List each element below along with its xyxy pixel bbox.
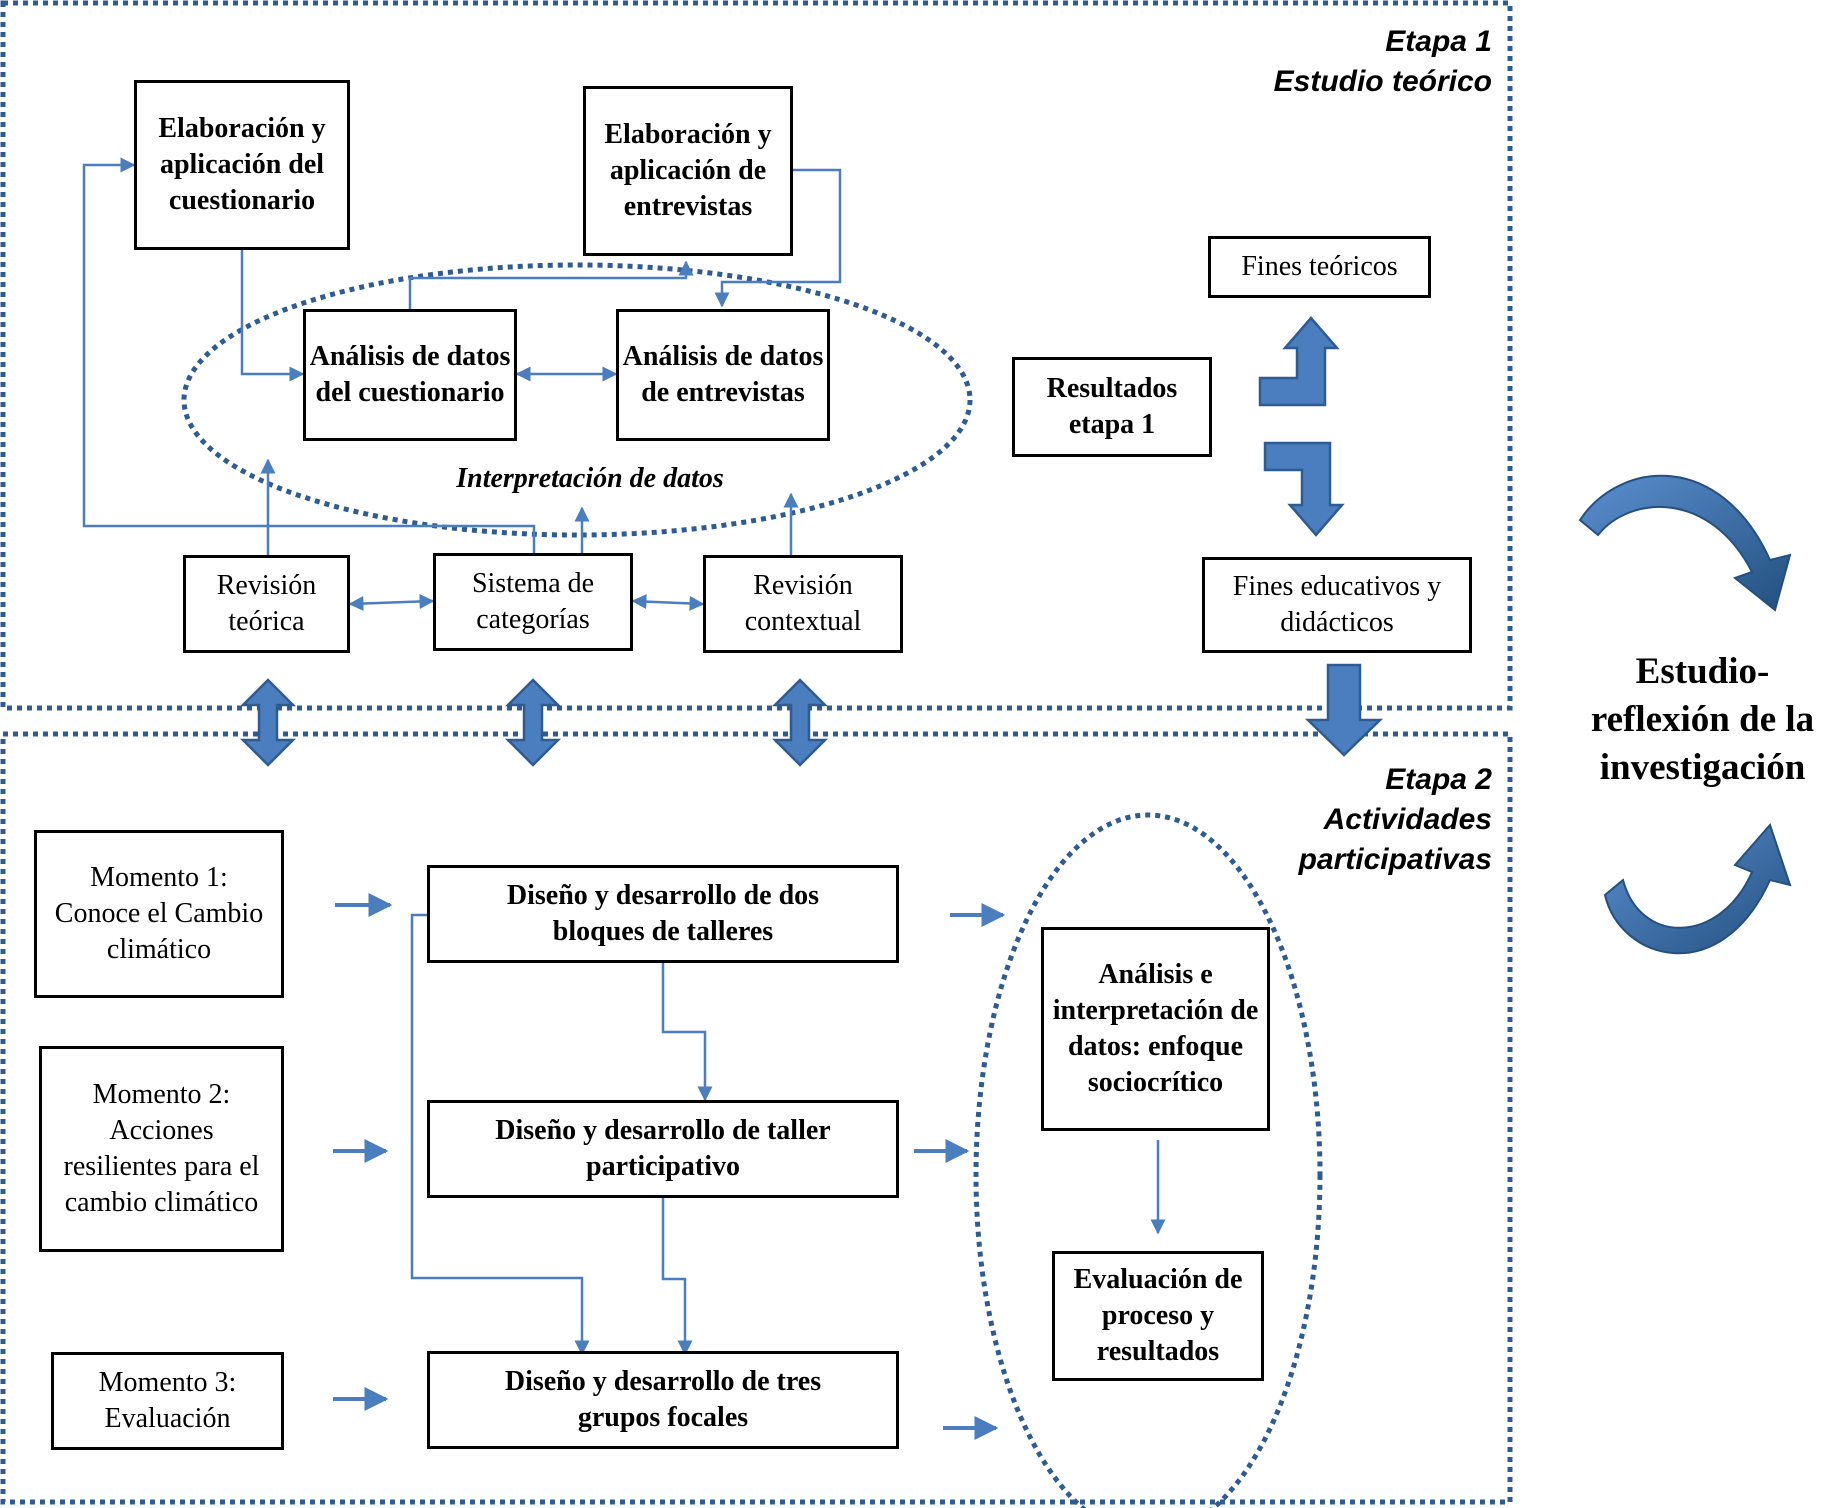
connector-categorias-contextual: [631, 594, 705, 611]
box-evaluacion: Evaluación de proceso y resultados: [1052, 1251, 1264, 1381]
box-momento2: Momento 2: Acciones resilientes para el …: [39, 1046, 284, 1252]
box-revision-teorica-label: Revisión teórica: [216, 570, 317, 637]
box-analisis-cuestionario: Análisis de datos del cuestionario: [303, 309, 517, 441]
box-entrevistas-label: Elaboración y aplicación de entrevistas: [604, 119, 772, 222]
box-entrevistas: Elaboración y aplicación de entrevistas: [583, 86, 793, 256]
box-grupos-focales-label: Diseño y desarrollo de tres grupos focal…: [504, 1366, 822, 1433]
box-fines-educativos-label: Fines educativos y didácticos: [1232, 571, 1442, 638]
connector-talleres-to-taller: [661, 960, 713, 1102]
box-revision-contextual-label: Revisión contextual: [744, 570, 862, 637]
connector-categorias-loop: [82, 157, 536, 555]
block-arrow-contextual: [771, 678, 829, 767]
side-title-line2: reflexión de la: [1590, 699, 1815, 740]
stage1-frame: [0, 0, 1513, 711]
box-momento1-label: Momento 1: Conoce el Cambio climático: [54, 862, 264, 965]
stage2-title: Etapa 2 Actividades participativas: [1230, 760, 1492, 880]
connector-talleres-to-grupos: [410, 913, 590, 1356]
box-analisis-entrevistas-label: Análisis de datos de entrevistas: [622, 341, 824, 408]
block-arrow-down-stage2: [1304, 663, 1384, 757]
stage2-title-line2: Actividades: [1323, 803, 1492, 836]
block-arrow-teorica: [239, 678, 297, 767]
box-fines-teoricos-label: Fines teóricos: [1241, 251, 1398, 282]
side-title: Estudio- reflexión de la investigación: [1575, 648, 1830, 792]
block-arrow-fines-educativos: [1263, 441, 1345, 537]
cycle-arrow-top: [1578, 474, 1792, 612]
box-evaluacion-label: Evaluación de proceso y resultados: [1073, 1264, 1243, 1367]
box-taller-participativo-label: Diseño y desarrollo de taller participat…: [495, 1115, 831, 1182]
stage1-title-line1: Etapa 1: [1385, 25, 1492, 58]
box-revision-teorica: Revisión teórica: [183, 555, 350, 653]
box-analisis-sociocritico-label: Análisis e interpretación de datos: enfo…: [1052, 959, 1259, 1098]
interpretation-label: Interpretación de datos: [456, 463, 724, 494]
box-grupos-focales: Diseño y desarrollo de tres grupos focal…: [427, 1351, 899, 1449]
box-analisis-cuestionario-label: Análisis de datos del cuestionario: [309, 341, 511, 408]
analysis-ellipse: [973, 812, 1323, 1508]
box-fines-teoricos: Fines teóricos: [1208, 236, 1431, 298]
connector-entrevistas-to-analisis: [714, 168, 842, 308]
connector-cuestionario-to-analisis: [240, 250, 305, 382]
box-resultados: Resultados etapa 1: [1012, 357, 1212, 457]
box-momento1: Momento 1: Conoce el Cambio climático: [34, 830, 284, 998]
connector-analisis-to-entrevistas: [408, 260, 694, 309]
box-cuestionario-label: Elaboración y aplicación del cuestionari…: [158, 113, 326, 216]
box-fines-educativos: Fines educativos y didácticos: [1202, 557, 1472, 653]
box-talleres-label: Diseño y desarrollo de dos bloques de ta…: [506, 880, 820, 947]
box-analisis-entrevistas: Análisis de datos de entrevistas: [616, 309, 830, 441]
block-arrow-categorias: [504, 678, 562, 767]
stage2-title-line3: participativas: [1298, 843, 1492, 876]
box-analisis-sociocritico: Análisis e interpretación de datos: enfo…: [1041, 927, 1270, 1131]
box-cuestionario: Elaboración y aplicación del cuestionari…: [134, 80, 350, 250]
interpretation-ellipse: [181, 262, 973, 538]
box-momento3-label: Momento 3: Evaluación: [98, 1367, 237, 1434]
box-momento2-label: Momento 2: Acciones resilientes para el …: [63, 1079, 260, 1218]
box-revision-contextual: Revisión contextual: [703, 555, 903, 653]
stage1-title: Etapa 1 Estudio teórico: [1230, 22, 1492, 102]
box-resultados-label: Resultados etapa 1: [1046, 373, 1178, 440]
box-talleres: Diseño y desarrollo de dos bloques de ta…: [427, 865, 899, 963]
box-sistema-categorias: Sistema de categorías: [433, 553, 633, 651]
connector-taller-to-grupos: [661, 1195, 693, 1356]
cycle-arrow-bottom: [1603, 823, 1792, 955]
block-arrow-fines-teoricos: [1258, 316, 1340, 407]
stage1-title-line2: Estudio teórico: [1273, 65, 1492, 98]
box-sistema-categorias-label: Sistema de categorías: [471, 568, 595, 635]
box-taller-participativo: Diseño y desarrollo de taller participat…: [427, 1100, 899, 1198]
stage2-title-line1: Etapa 2: [1385, 763, 1492, 796]
box-momento3: Momento 3: Evaluación: [51, 1352, 284, 1450]
side-title-line1: Estudio-: [1635, 651, 1770, 692]
connector-teorica-categorias: [348, 593, 435, 612]
stage2-frame: [0, 731, 1513, 1505]
side-title-line3: investigación: [1599, 747, 1806, 788]
